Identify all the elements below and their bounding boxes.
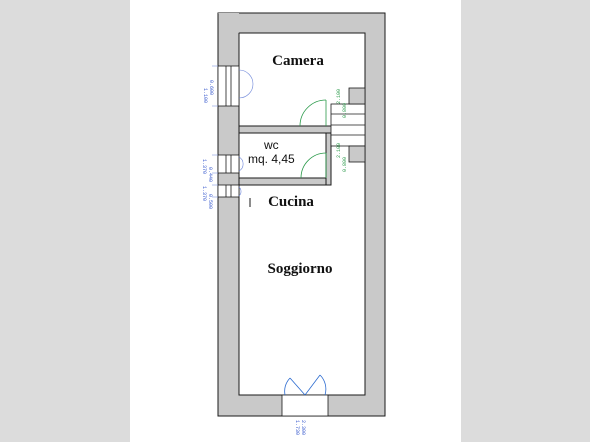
dim-window-camera: 1.100 0.600	[202, 80, 214, 103]
dim-label: 0.500	[207, 194, 213, 209]
wall-pier	[348, 87, 366, 105]
door-entry	[281, 374, 329, 417]
room-label-soggiorno: Soggiorno	[267, 261, 332, 277]
wall-notch-top	[218, 13, 239, 33]
window-opening	[217, 154, 240, 174]
room-label-cucina: Cucina	[268, 194, 314, 210]
dim-door-entry: 1.730 2.300	[294, 420, 306, 435]
dim-label: 1.370	[201, 159, 207, 174]
dim-label: 0.800	[342, 157, 348, 172]
dim-label: 2.100	[336, 143, 342, 158]
dim-door-wc: 2.100 0.800	[336, 143, 348, 172]
dim-label: 0.600	[208, 80, 214, 95]
outer-wall-shape	[217, 12, 386, 417]
wall-wc-right	[325, 132, 332, 186]
dim-label: 1.730	[294, 420, 300, 435]
dim-label: 0.800	[342, 103, 348, 118]
dim-label: 1.100	[202, 88, 208, 103]
door-swing	[319, 374, 327, 396]
dim-window-cucina: 1.370 0.500	[201, 186, 213, 209]
wall-wc-bottom	[238, 177, 330, 186]
room-area-wc: mq. 4,45	[248, 152, 295, 166]
dim-window-wc: 1.370 0.440	[201, 159, 213, 182]
window-swing-arc	[238, 186, 242, 197]
window-opening	[217, 184, 240, 198]
steps	[330, 87, 366, 163]
window-swing-arc	[238, 69, 254, 99]
window-cucina	[217, 184, 240, 198]
wall-pier	[348, 145, 366, 163]
window-wc	[217, 154, 240, 174]
floor-plan-sheet	[130, 0, 461, 442]
dim-label: 0.440	[207, 167, 213, 182]
door-swing	[284, 377, 291, 396]
door-swing	[300, 152, 327, 179]
dim-door-camera: 2.100 0.800	[336, 89, 348, 118]
outer-walls	[217, 12, 386, 417]
room-label-camera: Camera	[272, 53, 324, 69]
dim-label: 2.100	[336, 89, 342, 104]
dim-label: 1.370	[201, 186, 207, 201]
door-swing	[299, 99, 327, 127]
dim-leaders	[212, 65, 218, 198]
door-camera	[299, 99, 327, 127]
door-opening	[281, 394, 329, 417]
window-swing-arc	[238, 156, 244, 172]
window-swings	[238, 69, 254, 197]
door-leaf	[289, 377, 306, 396]
window-camera	[217, 65, 240, 107]
door-leaf	[304, 374, 321, 396]
dim-label: 2.300	[300, 420, 306, 435]
door-wc	[300, 152, 327, 179]
room-label-wc: wc	[263, 138, 279, 152]
window-opening	[217, 65, 240, 107]
